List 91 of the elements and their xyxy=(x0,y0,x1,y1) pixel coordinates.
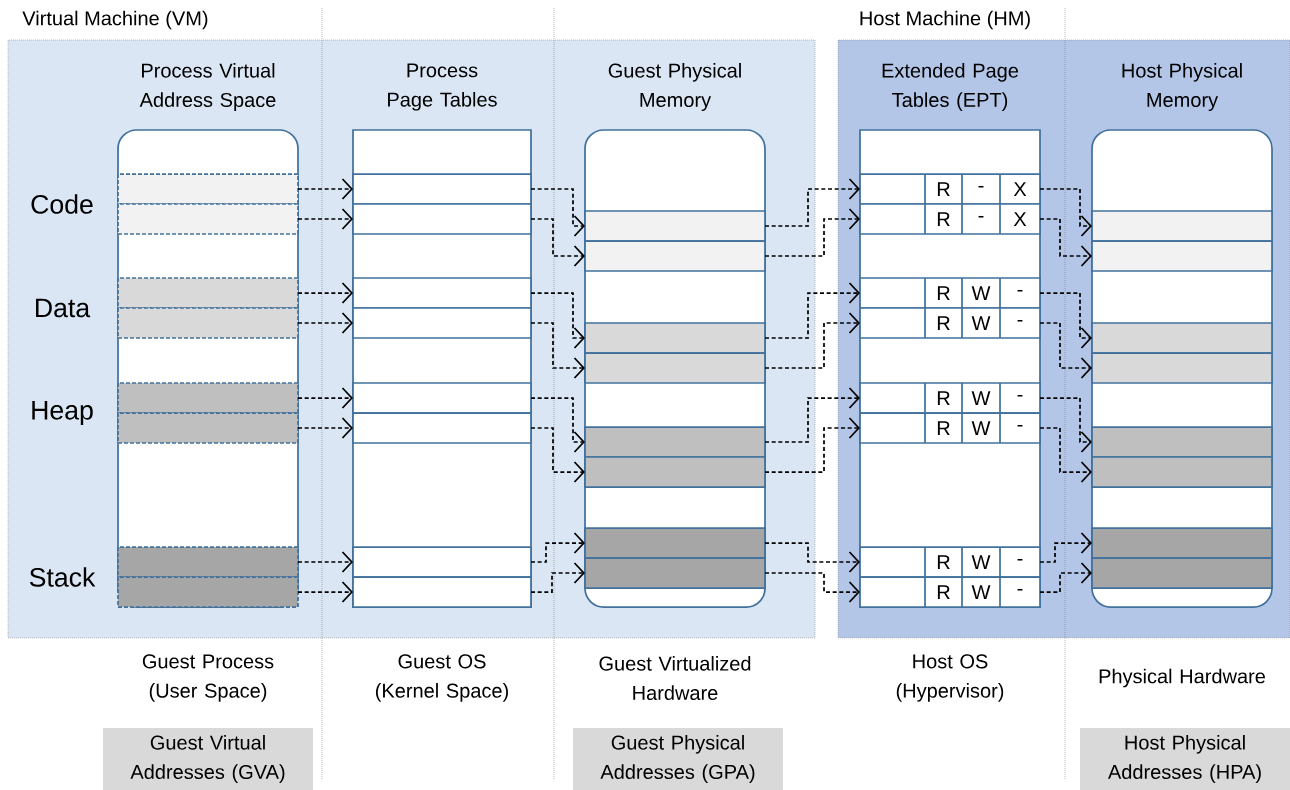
column-heading: Host Physical Memory xyxy=(1122,63,1242,111)
layer-label: Guest OS (Kernel Space) xyxy=(376,654,508,702)
memory-block xyxy=(1091,456,1273,488)
arrow xyxy=(1039,188,1092,237)
layer-label: Physical Hardware xyxy=(1099,668,1265,688)
arrow xyxy=(530,562,585,593)
layer-label: Host OS (Hypervisor) xyxy=(896,654,1004,702)
memory-block xyxy=(352,382,532,414)
memory-block xyxy=(1091,322,1273,354)
panel-heading: Virtual Machine (VM) xyxy=(22,10,208,30)
arrow xyxy=(764,542,860,573)
memory-block xyxy=(584,527,766,559)
arrow xyxy=(530,188,585,237)
memory-block xyxy=(117,576,299,608)
memory-block xyxy=(117,173,299,205)
arrow xyxy=(1039,427,1092,483)
panel-heading: Host Machine (HM) xyxy=(860,10,1030,30)
row-label: Code xyxy=(31,194,93,214)
memory-block xyxy=(584,322,766,354)
arrow xyxy=(297,387,353,409)
page-table-entry: R W - xyxy=(859,576,1041,608)
memory-block xyxy=(352,546,532,578)
page-table-entry: R W - xyxy=(859,546,1041,578)
arrow xyxy=(1039,218,1092,267)
arrow xyxy=(297,551,353,573)
memory-block xyxy=(117,382,299,414)
memory-block xyxy=(117,412,299,444)
memory-block xyxy=(352,173,532,205)
page-table-entry: R - X xyxy=(859,173,1041,205)
arrow xyxy=(1039,322,1092,379)
memory-block xyxy=(1091,210,1273,242)
arrow xyxy=(297,417,353,439)
arrow xyxy=(1039,292,1092,349)
arrow xyxy=(297,282,353,304)
memory-block xyxy=(584,557,766,589)
column-heading: Process Page Tables xyxy=(388,63,497,111)
page-table-entry: R W - xyxy=(859,382,1041,414)
column-heading: Process Virtual Address Space xyxy=(139,63,276,111)
arrow xyxy=(530,322,585,379)
row-label: Data xyxy=(36,298,91,318)
arrow xyxy=(530,397,585,453)
memory-block xyxy=(117,277,299,309)
memory-block xyxy=(584,240,766,272)
address-box: Guest Virtual Addresses (GVA) xyxy=(103,728,313,790)
arrow xyxy=(764,208,860,257)
arrow xyxy=(764,178,860,227)
memory-block xyxy=(352,307,532,339)
arrow xyxy=(530,532,585,563)
page-table-entry: R W - xyxy=(859,307,1041,339)
memory-block xyxy=(352,412,532,444)
arrow xyxy=(1039,562,1092,593)
column-heading: Extended Page Tables (EPT) xyxy=(882,63,1019,111)
memory-block xyxy=(584,426,766,458)
memory-block xyxy=(352,576,532,608)
memory-block xyxy=(117,546,299,578)
memory-block xyxy=(1091,426,1273,458)
arrow xyxy=(530,218,585,267)
arrow xyxy=(764,312,860,369)
arrow xyxy=(1039,397,1092,453)
arrow xyxy=(764,417,860,473)
address-box: Guest Physical Addresses (GPA) xyxy=(573,728,783,790)
row-label: Stack xyxy=(29,567,96,587)
row-label: Heap xyxy=(32,401,93,425)
page-table-entry: R W - xyxy=(859,277,1041,309)
memory-block xyxy=(1091,557,1273,589)
memory-block xyxy=(584,210,766,242)
layer-label: Guest Virtualized Hardware xyxy=(599,656,751,700)
arrow xyxy=(297,208,353,230)
memory-block xyxy=(1091,527,1273,559)
page-table-entry: R - X xyxy=(859,203,1041,235)
arrow xyxy=(530,292,585,349)
arrow xyxy=(297,312,353,334)
arrow xyxy=(764,572,860,603)
memory-block xyxy=(584,456,766,488)
address-box: Host Physical Addresses (HPA) xyxy=(1080,728,1290,790)
layer-label: Guest Process (User Space) xyxy=(142,654,274,702)
memory-block xyxy=(352,203,532,235)
arrow xyxy=(1039,532,1092,563)
memory-block xyxy=(117,203,299,235)
memory-block xyxy=(117,307,299,339)
column-heading: Guest Physical Memory xyxy=(608,63,741,111)
memory-block xyxy=(1091,352,1273,384)
arrow xyxy=(297,581,353,603)
arrow xyxy=(764,282,860,339)
arrow xyxy=(764,387,860,443)
arrow xyxy=(297,178,353,200)
memory-block xyxy=(1091,240,1273,272)
memory-block xyxy=(584,352,766,384)
memory-block xyxy=(352,277,532,309)
arrow xyxy=(530,427,585,483)
page-table-entry: R W - xyxy=(859,412,1041,444)
